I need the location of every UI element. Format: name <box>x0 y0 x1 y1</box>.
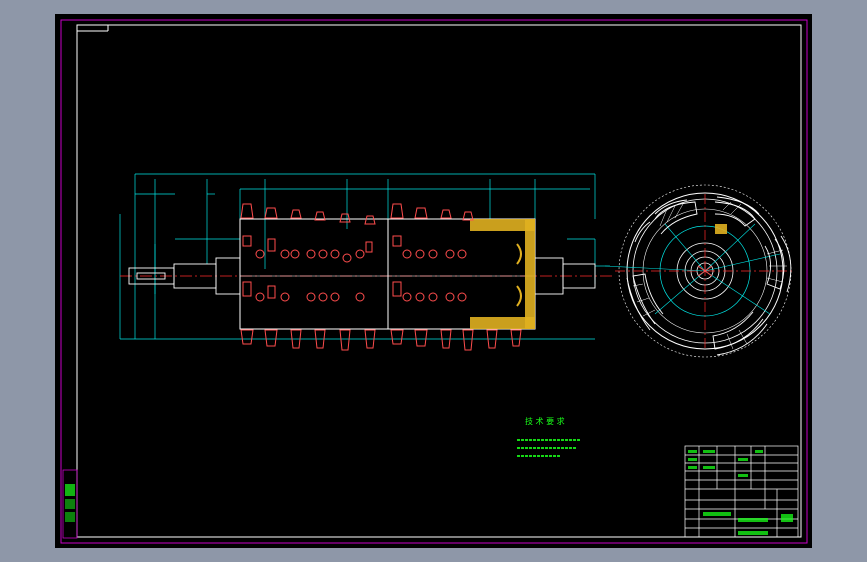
dimension-lines <box>119 173 610 340</box>
side-label-strip <box>62 469 78 539</box>
cad-drawing: 技 术 要 求 <box>60 19 808 544</box>
side-view-ticks <box>697 263 713 277</box>
spiral-vanes <box>626 196 792 356</box>
pick-holders-mid <box>242 235 467 302</box>
technical-requirements: 技 术 要 求 <box>517 416 580 457</box>
pick-row-top <box>240 203 474 225</box>
shaft-outline <box>128 257 596 295</box>
pick-row-bottom <box>240 329 522 351</box>
title-block-marks <box>688 450 793 535</box>
end-plate-hatch <box>470 219 535 329</box>
drum-body <box>239 218 536 330</box>
inner-frame <box>76 24 802 538</box>
outer-frame <box>60 19 808 544</box>
title-block <box>684 445 799 538</box>
side-view[interactable] <box>604 184 795 358</box>
radial-lines <box>604 223 781 315</box>
side-view-hatch-mark <box>715 224 727 234</box>
front-section-view[interactable] <box>119 173 615 351</box>
cad-viewport[interactable]: 技 术 要 求 <box>55 14 812 548</box>
notes-heading: 技 术 要 求 <box>525 416 565 426</box>
vane-hatching <box>632 201 787 350</box>
notes-lines-graphic <box>517 439 580 457</box>
